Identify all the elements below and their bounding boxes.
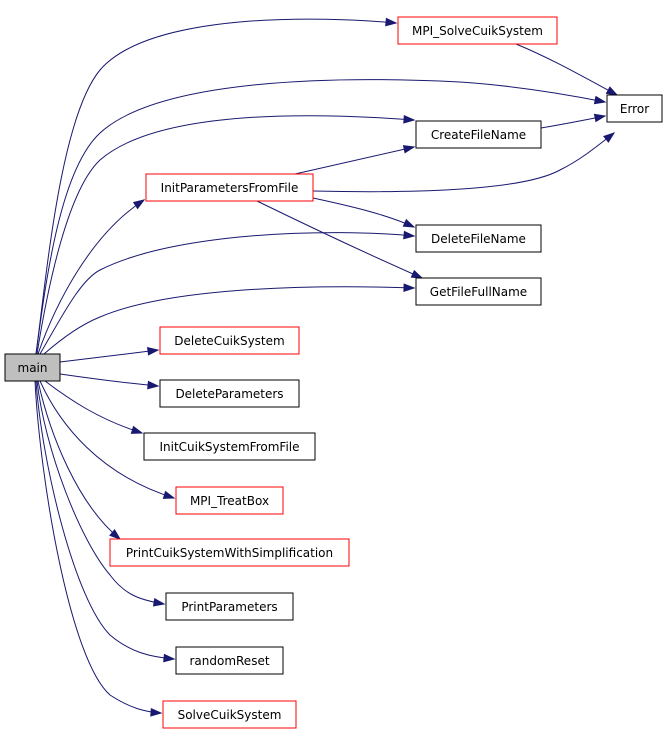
edge-main-to-init-cuik-system <box>44 380 144 434</box>
node-deletefilename[interactable]: DeleteFileName <box>415 224 542 253</box>
node-getfilefullname[interactable]: GetFileFullName <box>415 277 542 306</box>
edge-init-params-to-delete-file-name <box>312 197 416 228</box>
edge-line <box>35 18 397 355</box>
edge-main-to-create-file-name <box>36 114 416 355</box>
edge-arrowhead <box>402 145 416 154</box>
edge-arrowhead <box>385 17 398 27</box>
edge-arrowhead <box>403 283 416 292</box>
node-label: GetFileFullName <box>430 285 527 299</box>
edge-line <box>37 380 121 540</box>
edge-main-to-print-cuik-simpl <box>37 380 122 540</box>
edge-line <box>36 380 165 605</box>
node-label: MPI_SolveCuikSystem <box>412 24 543 38</box>
node-error[interactable]: Error <box>606 94 663 123</box>
node-initcuiksystemfromfile[interactable]: InitCuikSystemFromFile <box>143 432 316 461</box>
edge-arrowhead <box>403 230 416 240</box>
node-initparametersfromfile[interactable]: InitParametersFromFile <box>145 173 314 202</box>
node-solvecuiksystem[interactable]: SolveCuikSystem <box>162 700 297 729</box>
edge-line <box>39 232 415 355</box>
node-label: InitCuikSystemFromFile <box>159 440 299 454</box>
edge-arrowhead <box>162 490 176 499</box>
node-deletecuiksystem[interactable]: DeleteCuikSystem <box>159 326 300 355</box>
edge-main-to-print-parameters <box>36 380 166 607</box>
node-label: Error <box>620 102 649 116</box>
edge-line <box>256 200 423 279</box>
edge-line <box>294 146 415 175</box>
edge-arrowhead <box>147 346 160 356</box>
edge-main-to-delete-file-name <box>39 230 416 355</box>
edge-create-file-name-to-error <box>540 113 607 129</box>
edge-line <box>312 132 615 193</box>
edge-line <box>59 349 159 363</box>
edge-line <box>515 43 618 96</box>
node-printparameters[interactable]: PrintParameters <box>165 592 294 621</box>
edge-arrowhead <box>109 529 122 540</box>
edge-line <box>34 380 162 714</box>
edge-line <box>35 79 606 355</box>
node-createfilename[interactable]: CreateFileName <box>415 120 542 149</box>
node-label: PrintParameters <box>181 600 277 614</box>
edge-line <box>39 380 175 499</box>
edge-main-to-solve-cuik-system <box>34 380 163 717</box>
node-label: PrintCuikSystemWithSimplification <box>126 546 333 560</box>
edge-init-params-to-create-file-name <box>294 145 416 175</box>
edge-arrowhead <box>147 380 160 390</box>
edge-main-to-mpi-treat-box <box>39 380 176 499</box>
edge-main-to-delete-parameters <box>59 373 160 390</box>
edge-line <box>43 286 415 355</box>
edge-arrowhead <box>132 199 146 210</box>
edge-arrowhead <box>593 113 607 123</box>
edge-arrowhead <box>593 95 607 105</box>
edge-line <box>36 115 415 355</box>
edge-line <box>37 199 145 355</box>
edge-main-to-mpi-solve <box>35 17 398 355</box>
edge-arrowhead <box>403 114 416 124</box>
edge-line <box>35 380 175 660</box>
node-label: randomReset <box>189 654 269 668</box>
edge-arrowhead <box>402 218 416 228</box>
node-label: DeleteFileName <box>431 232 526 246</box>
edge-line <box>59 373 159 387</box>
edge-main-to-get-file-full-name <box>43 283 416 355</box>
edge-arrowhead <box>150 707 163 717</box>
edges-layer <box>34 17 619 717</box>
node-label: DeleteCuikSystem <box>174 334 284 348</box>
node-label: MPI_TreatBox <box>190 494 269 508</box>
edge-main-to-error <box>35 79 607 355</box>
node-printcuiksystemwithsimplification[interactable]: PrintCuikSystemWithSimplification <box>109 538 350 567</box>
node-label: InitParametersFromFile <box>161 181 299 195</box>
node-randomreset[interactable]: randomReset <box>175 646 284 675</box>
nodes-layer: main MPI_SolveCuikSystem Error CreateFil… <box>4 16 663 729</box>
edge-arrowhead <box>130 425 144 434</box>
edge-mpi-solve-to-error <box>515 43 619 96</box>
edge-init-params-to-error <box>312 132 616 193</box>
node-mpi-solvecuiksystem[interactable]: MPI_SolveCuikSystem <box>397 16 558 45</box>
node-deleteparameters[interactable]: DeleteParameters <box>159 379 300 408</box>
edge-arrowhead <box>152 598 166 607</box>
edge-line <box>44 380 143 434</box>
node-main[interactable]: main <box>4 353 61 382</box>
edge-main-to-delete-cuik-system <box>59 346 160 363</box>
edge-arrowhead <box>605 86 619 96</box>
edge-line <box>312 197 415 228</box>
node-label: main <box>18 361 48 375</box>
edge-arrowhead <box>603 132 616 143</box>
node-mpi-treatbox[interactable]: MPI_TreatBox <box>175 486 284 515</box>
edge-arrowhead <box>163 653 176 663</box>
node-label: CreateFileName <box>431 128 526 142</box>
edge-arrowhead <box>410 269 424 279</box>
edge-init-params-to-get-file-full-name <box>256 200 424 279</box>
edge-main-to-init-params <box>37 199 146 355</box>
node-label: DeleteParameters <box>175 387 283 401</box>
edge-main-to-random-reset <box>35 380 176 663</box>
node-label: SolveCuikSystem <box>178 708 282 722</box>
